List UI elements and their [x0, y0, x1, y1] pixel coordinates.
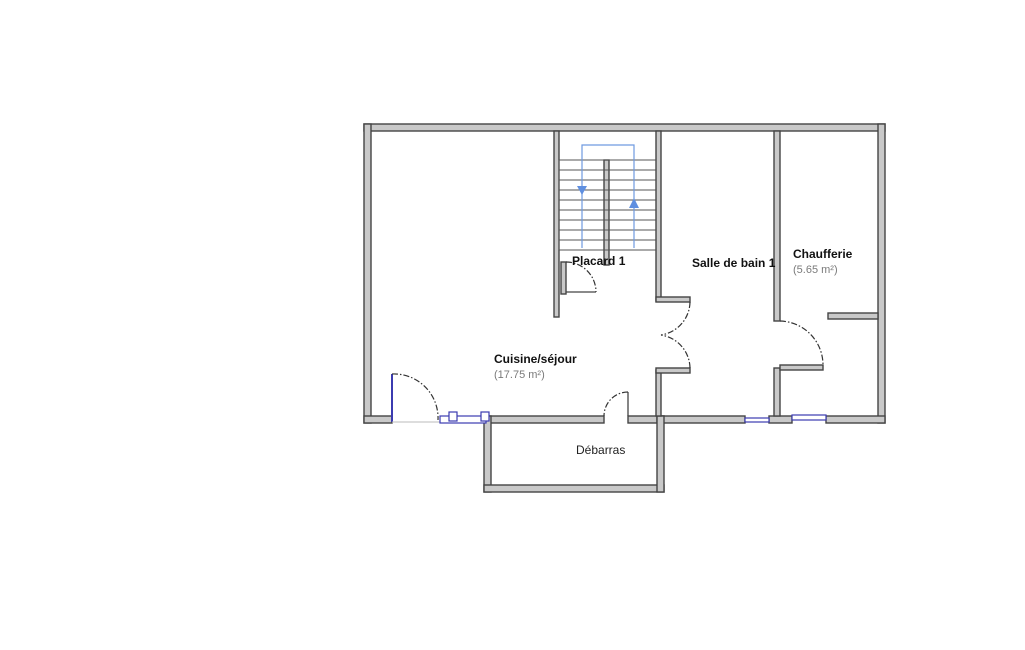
room-label-debarras: Débarras [576, 443, 625, 457]
room-area-chaufferie: (5.65 m²) [793, 264, 838, 276]
windows [439, 411, 827, 424]
stair-up-arrow-icon [629, 198, 639, 208]
stair-down-arrow-icon [577, 186, 587, 195]
room-label-salle-de-bain: Salle de bain 1 [692, 256, 776, 270]
debarras-walls [483, 415, 665, 493]
room-area-cuisine: (17.75 m²) [494, 369, 545, 381]
staircase [558, 144, 656, 251]
interior-walls [553, 130, 879, 417]
room-label-cuisine: Cuisine/séjour [494, 352, 577, 366]
doors [391, 261, 824, 423]
room-label-placard: Placard 1 [572, 254, 626, 268]
room-label-chaufferie: Chaufferie [793, 247, 853, 261]
